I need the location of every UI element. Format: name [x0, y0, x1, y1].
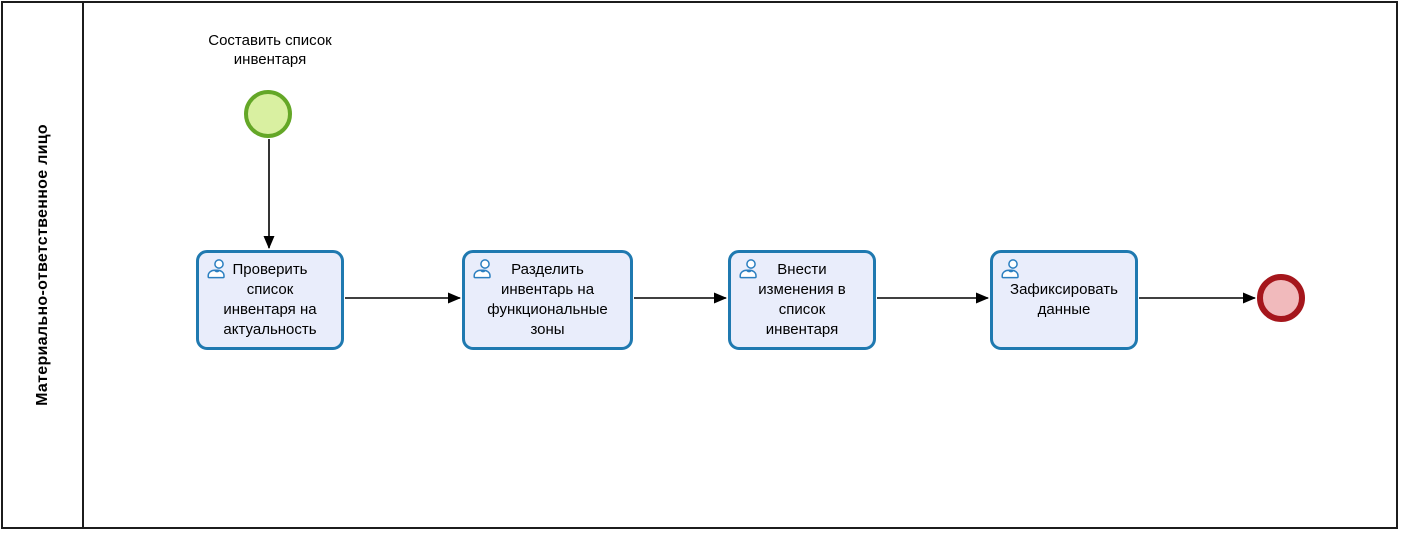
task-label: Зафиксировать данные [1010, 281, 1118, 318]
task-make-changes-to-list[interactable]: Внести изменения в список инвентаря [728, 250, 876, 350]
start-event-label: Составить список инвентаря [208, 32, 332, 68]
task-label: Проверить список инвентаря на актуальнос… [223, 261, 317, 338]
user-icon [1000, 258, 1022, 280]
user-icon [206, 258, 228, 280]
lane-header[interactable]: Материально-ответственное лицо [3, 3, 84, 527]
start-event[interactable] [244, 90, 292, 138]
lane-label: Материально-ответственное лицо [33, 124, 51, 406]
end-event[interactable] [1257, 274, 1305, 322]
task-check-inventory-list[interactable]: Проверить список инвентаря на актуальнос… [196, 250, 344, 350]
task-divide-inventory-zones[interactable]: Разделить инвентарь на функциональные зо… [462, 250, 633, 350]
user-icon [472, 258, 494, 280]
task-label: Внести изменения в список инвентаря [758, 261, 846, 338]
task-record-data[interactable]: Зафиксировать данные [990, 250, 1138, 350]
user-icon [738, 258, 760, 280]
task-label: Разделить инвентарь на функциональные зо… [487, 261, 608, 338]
